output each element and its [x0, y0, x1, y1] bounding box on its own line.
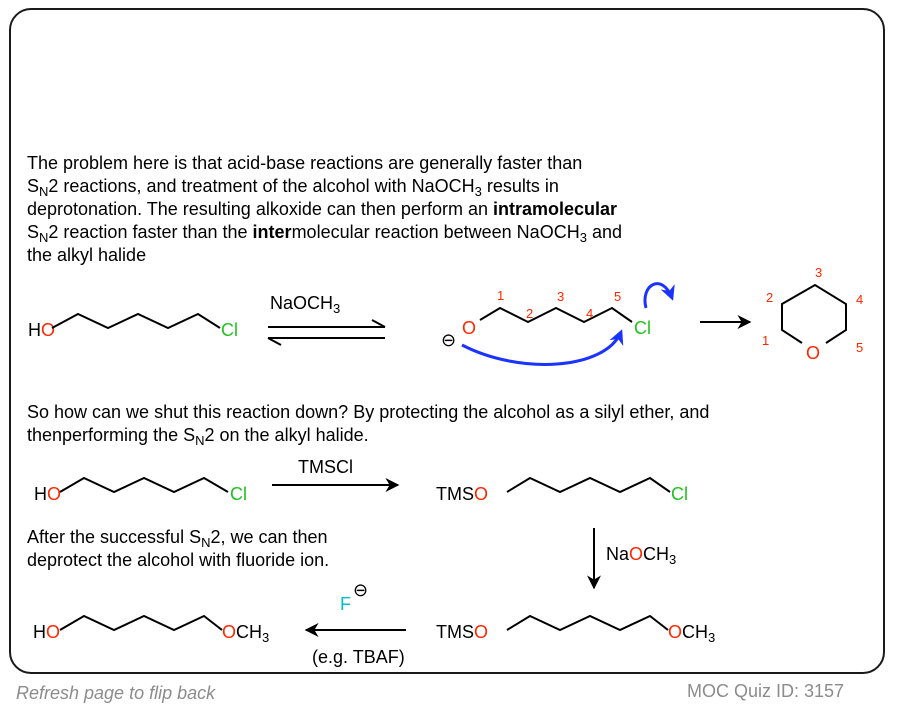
carbon-number-4: 4 [586, 306, 593, 321]
svg-text:OCH3: OCH3 [222, 622, 269, 645]
ring-number-1: 1 [762, 333, 769, 348]
thp-o-label: O [806, 343, 820, 363]
carbon-number-3: 3 [557, 289, 564, 304]
paragraph-line-1: The problem here is that acid-base react… [27, 153, 583, 173]
ring-number-5: 5 [856, 340, 863, 355]
rxn3-reagent: NaOCH3 [606, 544, 676, 567]
quiz-id-label: MOC Quiz ID: 3157 [687, 681, 845, 701]
rxn2-starting-material: HO Cl [34, 476, 247, 504]
svg-text:HO: HO [34, 484, 61, 504]
rxn4-product-chain [59, 614, 223, 632]
svg-text:OCH3: OCH3 [668, 622, 715, 645]
ring-number-3: 3 [815, 265, 822, 280]
paragraph3-line-2: deprotect the alcohol with fluoride ion. [27, 550, 330, 570]
rxn1-reagent: NaOCH3 [270, 293, 340, 316]
paragraph2-line-2: thenperforming the SN2 on the alkyl hali… [27, 425, 369, 448]
carbon-number-5: 5 [614, 289, 621, 304]
fluoride-label: F [340, 594, 351, 614]
ring-number-4: 4 [856, 292, 863, 307]
svg-text:TMSO: TMSO [436, 484, 488, 504]
fluoride-minus-icon: ⊖ [353, 580, 368, 600]
rxn4-tms-chain [506, 614, 669, 632]
rxn2-product-chain [506, 476, 671, 494]
minus-charge-icon: ⊖ [441, 330, 456, 350]
flip-back-hint[interactable]: Refresh page to flip back [16, 683, 216, 703]
svg-text:HO: HO [33, 622, 60, 642]
thp-ring-bonds [781, 283, 847, 344]
paragraph-line-4: SN2 reaction faster than the intermolecu… [27, 222, 622, 245]
rxn1-alkoxide: ⊖ O Cl 1 2 3 4 5 [441, 282, 675, 366]
attack-curved-arrow [461, 329, 624, 366]
rxn1-cl-label: Cl [221, 320, 238, 340]
rxn2-chain [59, 476, 229, 494]
rxn2-product: TMSO Cl [436, 476, 688, 504]
rxn1-equilibrium-arrow: NaOCH3 [267, 293, 386, 346]
rxn2-reagent: TMSCl [298, 457, 353, 477]
leaving-group-curved-arrow [643, 282, 675, 309]
paragraph-line-5: the alkyl halide [27, 245, 147, 265]
carbon-number-1: 1 [497, 288, 504, 303]
paragraph2-line-1: So how can we shut this reaction down? B… [27, 402, 710, 422]
rxn4-product: HO OCH3 [33, 614, 269, 645]
svg-text:TMSO: TMSO [436, 622, 488, 642]
rxn4-example-reagent: (e.g. TBAF) [312, 647, 405, 667]
paragraph-line-2: SN2 reactions, and treatment of the alco… [27, 176, 559, 199]
ring-number-2: 2 [766, 290, 773, 305]
card-frame[interactable] [9, 8, 885, 674]
paragraph3-line-1: After the successful SN2, we can then [27, 527, 328, 550]
paragraph-line-3: deprotonation. The resulting alkoxide ca… [27, 199, 618, 219]
alkoxide-chain [479, 306, 633, 324]
svg-text:Cl: Cl [230, 484, 247, 504]
thp-ring: O 1 2 3 4 5 [762, 265, 863, 363]
alkoxide-o-label: O [462, 318, 476, 338]
alkoxide-cl-label: Cl [634, 318, 651, 338]
rxn4-tms-ether: TMSO OCH3 [436, 614, 715, 645]
rxn1-h-label: HO [28, 320, 55, 340]
carbon-number-2: 2 [526, 306, 533, 321]
svg-text:Cl: Cl [671, 484, 688, 504]
rxn1-carbon-chain [51, 312, 221, 330]
rxn1-starting-material: HO Cl [28, 312, 238, 340]
